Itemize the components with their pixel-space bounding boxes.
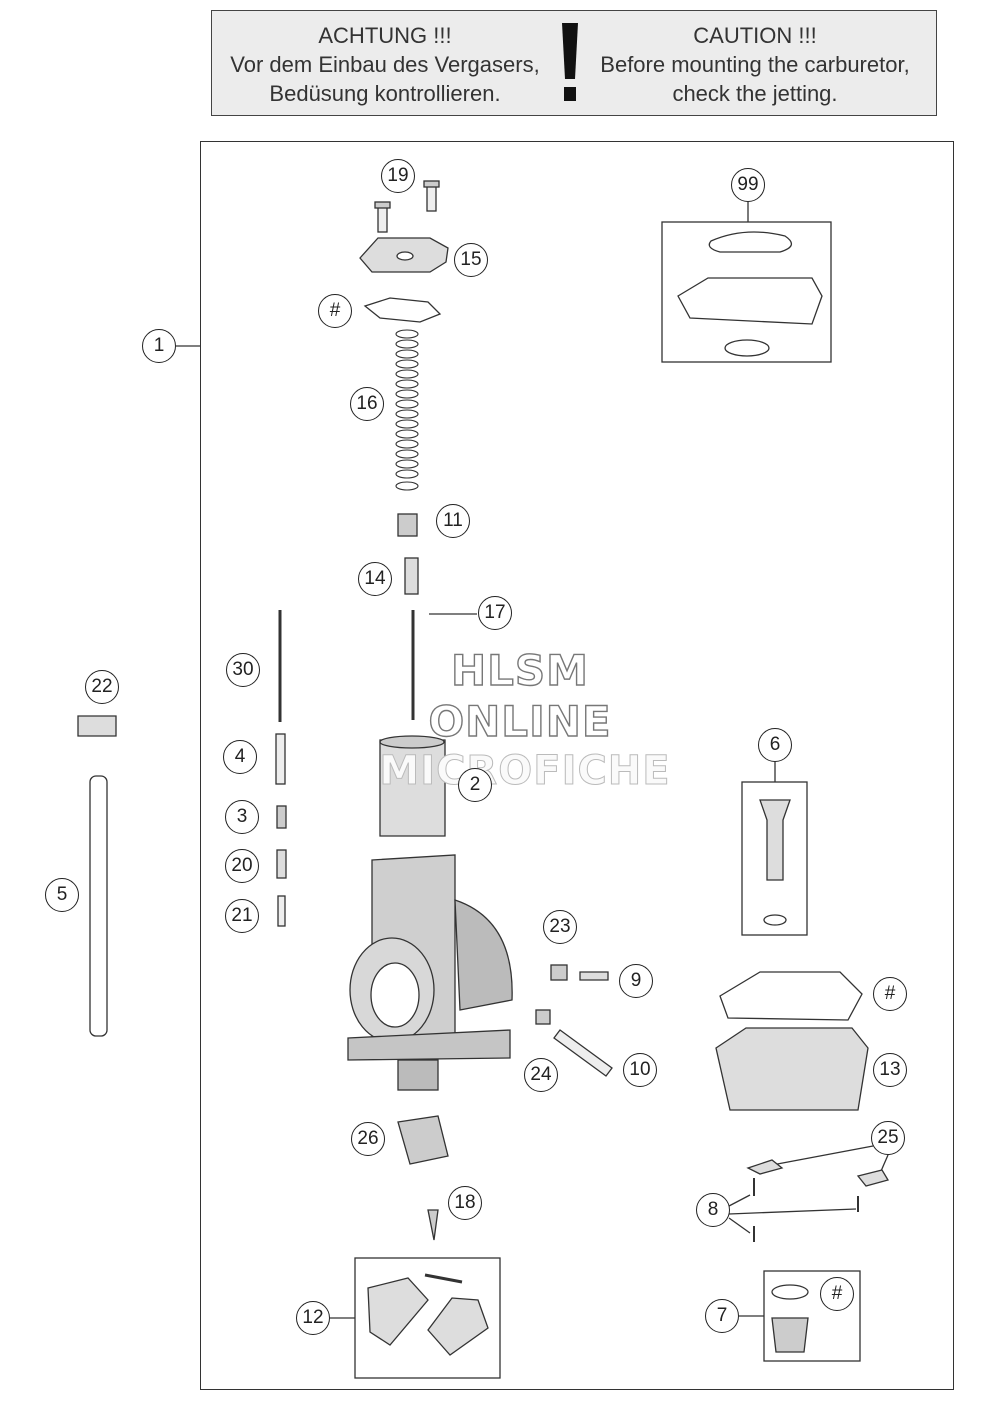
callout-11[interactable]: 11 — [436, 504, 470, 538]
warning-english-line2: check the jetting. — [672, 81, 838, 106]
leader-8a — [728, 1194, 751, 1207]
callout-hash-top-gasket[interactable]: # — [318, 294, 352, 328]
callout-13[interactable]: 13 — [873, 1053, 907, 1087]
gasket-kit-box — [661, 221, 832, 363]
warning-german: ACHTUNG !!! Vor dem Einbau des Vergasers… — [220, 21, 550, 108]
callout-21[interactable]: 21 — [225, 899, 259, 933]
warning-english-title: CAUTION !!! — [693, 23, 817, 48]
warning-german-title: ACHTUNG !!! — [318, 23, 452, 48]
warning-english: CAUTION !!! Before mounting the carburet… — [590, 21, 920, 108]
warning-english-line1: Before mounting the carburetor, — [600, 52, 910, 77]
drain-plug-box — [763, 1270, 861, 1362]
warning-german-line1: Vor dem Einbau des Vergasers, — [230, 52, 540, 77]
callout-25[interactable]: 25 — [871, 1121, 905, 1155]
callout-6[interactable]: 6 — [758, 728, 792, 762]
callout-7[interactable]: 7 — [705, 1299, 739, 1333]
callout-4[interactable]: 4 — [223, 740, 257, 774]
float-box — [354, 1257, 501, 1379]
callout-2[interactable]: 2 — [458, 768, 492, 802]
callout-8[interactable]: 8 — [696, 1193, 730, 1227]
callout-9[interactable]: 9 — [619, 964, 653, 998]
callout-1[interactable]: 1 — [142, 329, 176, 363]
leader-8c — [728, 1217, 751, 1234]
callout-20[interactable]: 20 — [225, 849, 259, 883]
leader-25a — [771, 1145, 874, 1166]
callout-14[interactable]: 14 — [358, 562, 392, 596]
callout-3[interactable]: 3 — [225, 800, 259, 834]
warning-banner: ACHTUNG !!! Vor dem Einbau des Vergasers… — [211, 10, 937, 116]
callout-19[interactable]: 19 — [381, 159, 415, 193]
callout-26[interactable]: 26 — [351, 1122, 385, 1156]
callout-16[interactable]: 16 — [350, 387, 384, 421]
callout-10[interactable]: 10 — [623, 1053, 657, 1087]
watermark-line1: HLSM — [450, 645, 589, 695]
callout-hash-plug-oring[interactable]: # — [820, 1277, 854, 1311]
warning-german-line2: Bedüsung kontrollieren. — [269, 81, 501, 106]
callout-hash-bowl-gasket[interactable]: # — [873, 977, 907, 1011]
exclamation-icon — [562, 23, 578, 101]
callout-23[interactable]: 23 — [543, 910, 577, 944]
spring-coils — [395, 329, 419, 491]
callout-18[interactable]: 18 — [448, 1186, 482, 1220]
idle-screw-box — [741, 781, 808, 936]
callout-24[interactable]: 24 — [524, 1058, 558, 1092]
callout-22[interactable]: 22 — [85, 670, 119, 704]
watermark-line3: MICROFICHE — [379, 748, 671, 795]
callout-5[interactable]: 5 — [45, 878, 79, 912]
leader-8b — [728, 1208, 857, 1215]
callout-99[interactable]: 99 — [731, 168, 765, 202]
carburetor-body-drawing — [347, 854, 513, 1091]
callout-12[interactable]: 12 — [296, 1301, 330, 1335]
callout-17[interactable]: 17 — [478, 596, 512, 630]
callout-15[interactable]: 15 — [454, 243, 488, 277]
callout-30[interactable]: 30 — [226, 653, 260, 687]
carburetor-assembly-frame — [200, 141, 954, 1390]
watermark-line2: ONLINE — [428, 696, 612, 746]
